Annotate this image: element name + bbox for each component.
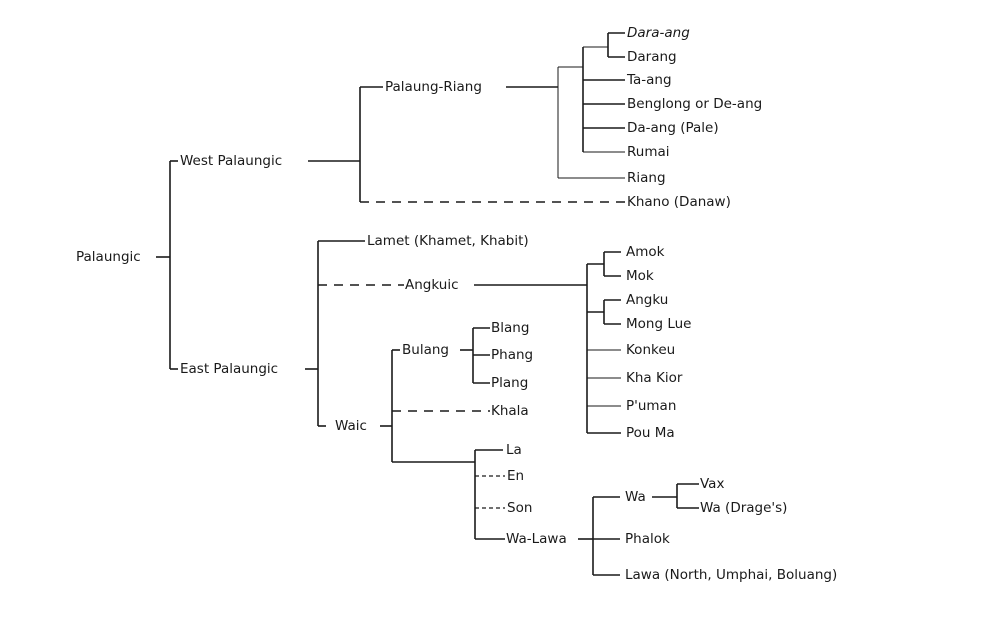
node-kha-kior: Kha Kior — [626, 370, 683, 386]
node-puman: P'uman — [626, 398, 676, 414]
node-en: En — [507, 468, 524, 484]
node-phalok: Phalok — [625, 531, 670, 547]
node-phang: Phang — [491, 347, 533, 363]
node-dara-ang: Dara-ang — [627, 25, 690, 41]
node-ta-ang: Ta-ang — [626, 72, 672, 88]
node-palaungic: Palaungic — [76, 249, 141, 265]
node-rumai: Rumai — [627, 144, 670, 160]
node-khano: Khano (Danaw) — [627, 194, 731, 210]
node-plang: Plang — [491, 375, 528, 391]
node-waic: Waic — [335, 418, 367, 434]
node-darang: Darang — [627, 49, 677, 65]
node-mok: Mok — [626, 268, 654, 284]
node-angku: Angku — [626, 292, 668, 308]
node-benglong: Benglong or De-ang — [627, 96, 762, 112]
node-la: La — [506, 442, 522, 458]
node-wa-lawa: Wa-Lawa — [506, 531, 567, 547]
node-riang: Riang — [627, 170, 666, 186]
node-angkuic: Angkuic — [405, 277, 459, 293]
node-amok: Amok — [626, 244, 665, 260]
node-khala: Khala — [491, 403, 529, 419]
node-vax: Vax — [700, 476, 724, 492]
node-wa: Wa — [625, 489, 646, 505]
node-mong-lue: Mong Lue — [626, 316, 691, 332]
node-west-palaungic: West Palaungic — [180, 153, 282, 169]
node-bulang: Bulang — [402, 342, 449, 358]
node-da-ang: Da-ang (Pale) — [627, 120, 719, 136]
node-konkeu: Konkeu — [626, 342, 675, 358]
node-lawa: Lawa (North, Umphai, Boluang) — [625, 567, 837, 583]
node-pou-ma: Pou Ma — [626, 425, 675, 441]
node-son: Son — [507, 500, 532, 516]
node-east-palaungic: East Palaungic — [180, 361, 278, 377]
node-palaung-riang: Palaung-Riang — [385, 79, 482, 95]
node-blang: Blang — [491, 320, 529, 336]
node-wa-drage: Wa (Drage's) — [700, 500, 787, 516]
node-lamet: Lamet (Khamet, Khabit) — [367, 233, 529, 249]
